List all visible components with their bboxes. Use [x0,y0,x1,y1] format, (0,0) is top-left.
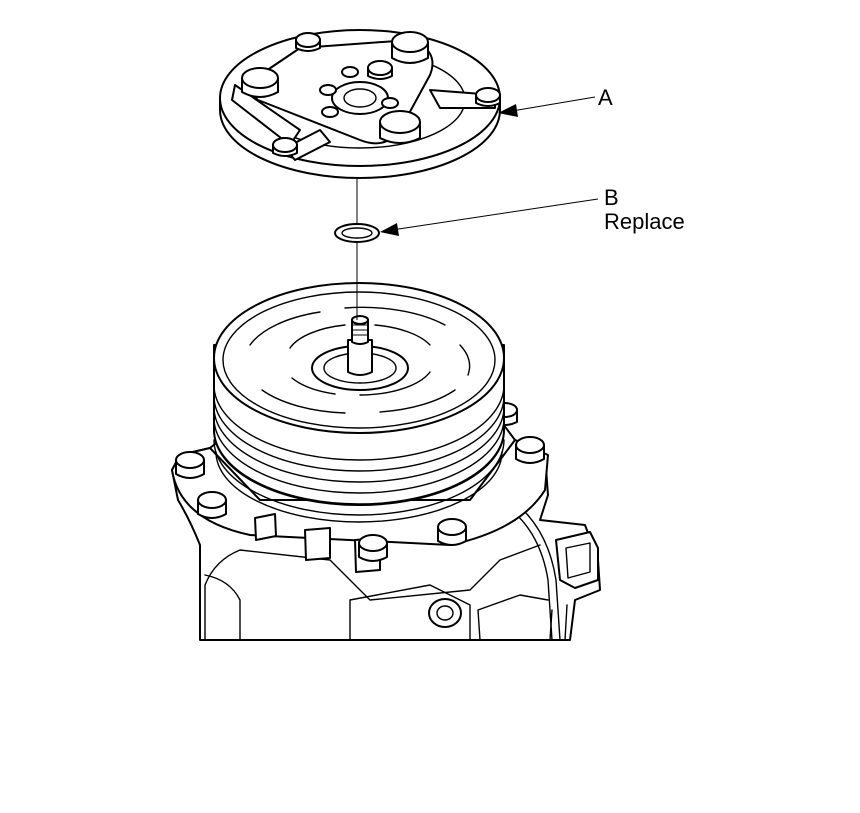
shim-ring [334,223,380,243]
mounting-bolts [175,402,545,562]
callout-note-replace: Replace [604,209,685,234]
leader-arrow-a [498,96,596,117]
leader-arrow-b [380,198,599,236]
callout-label-b: B [604,185,619,210]
pulley [213,282,505,523]
callout-label-a: A [598,85,613,110]
pressure-plate [219,29,501,179]
